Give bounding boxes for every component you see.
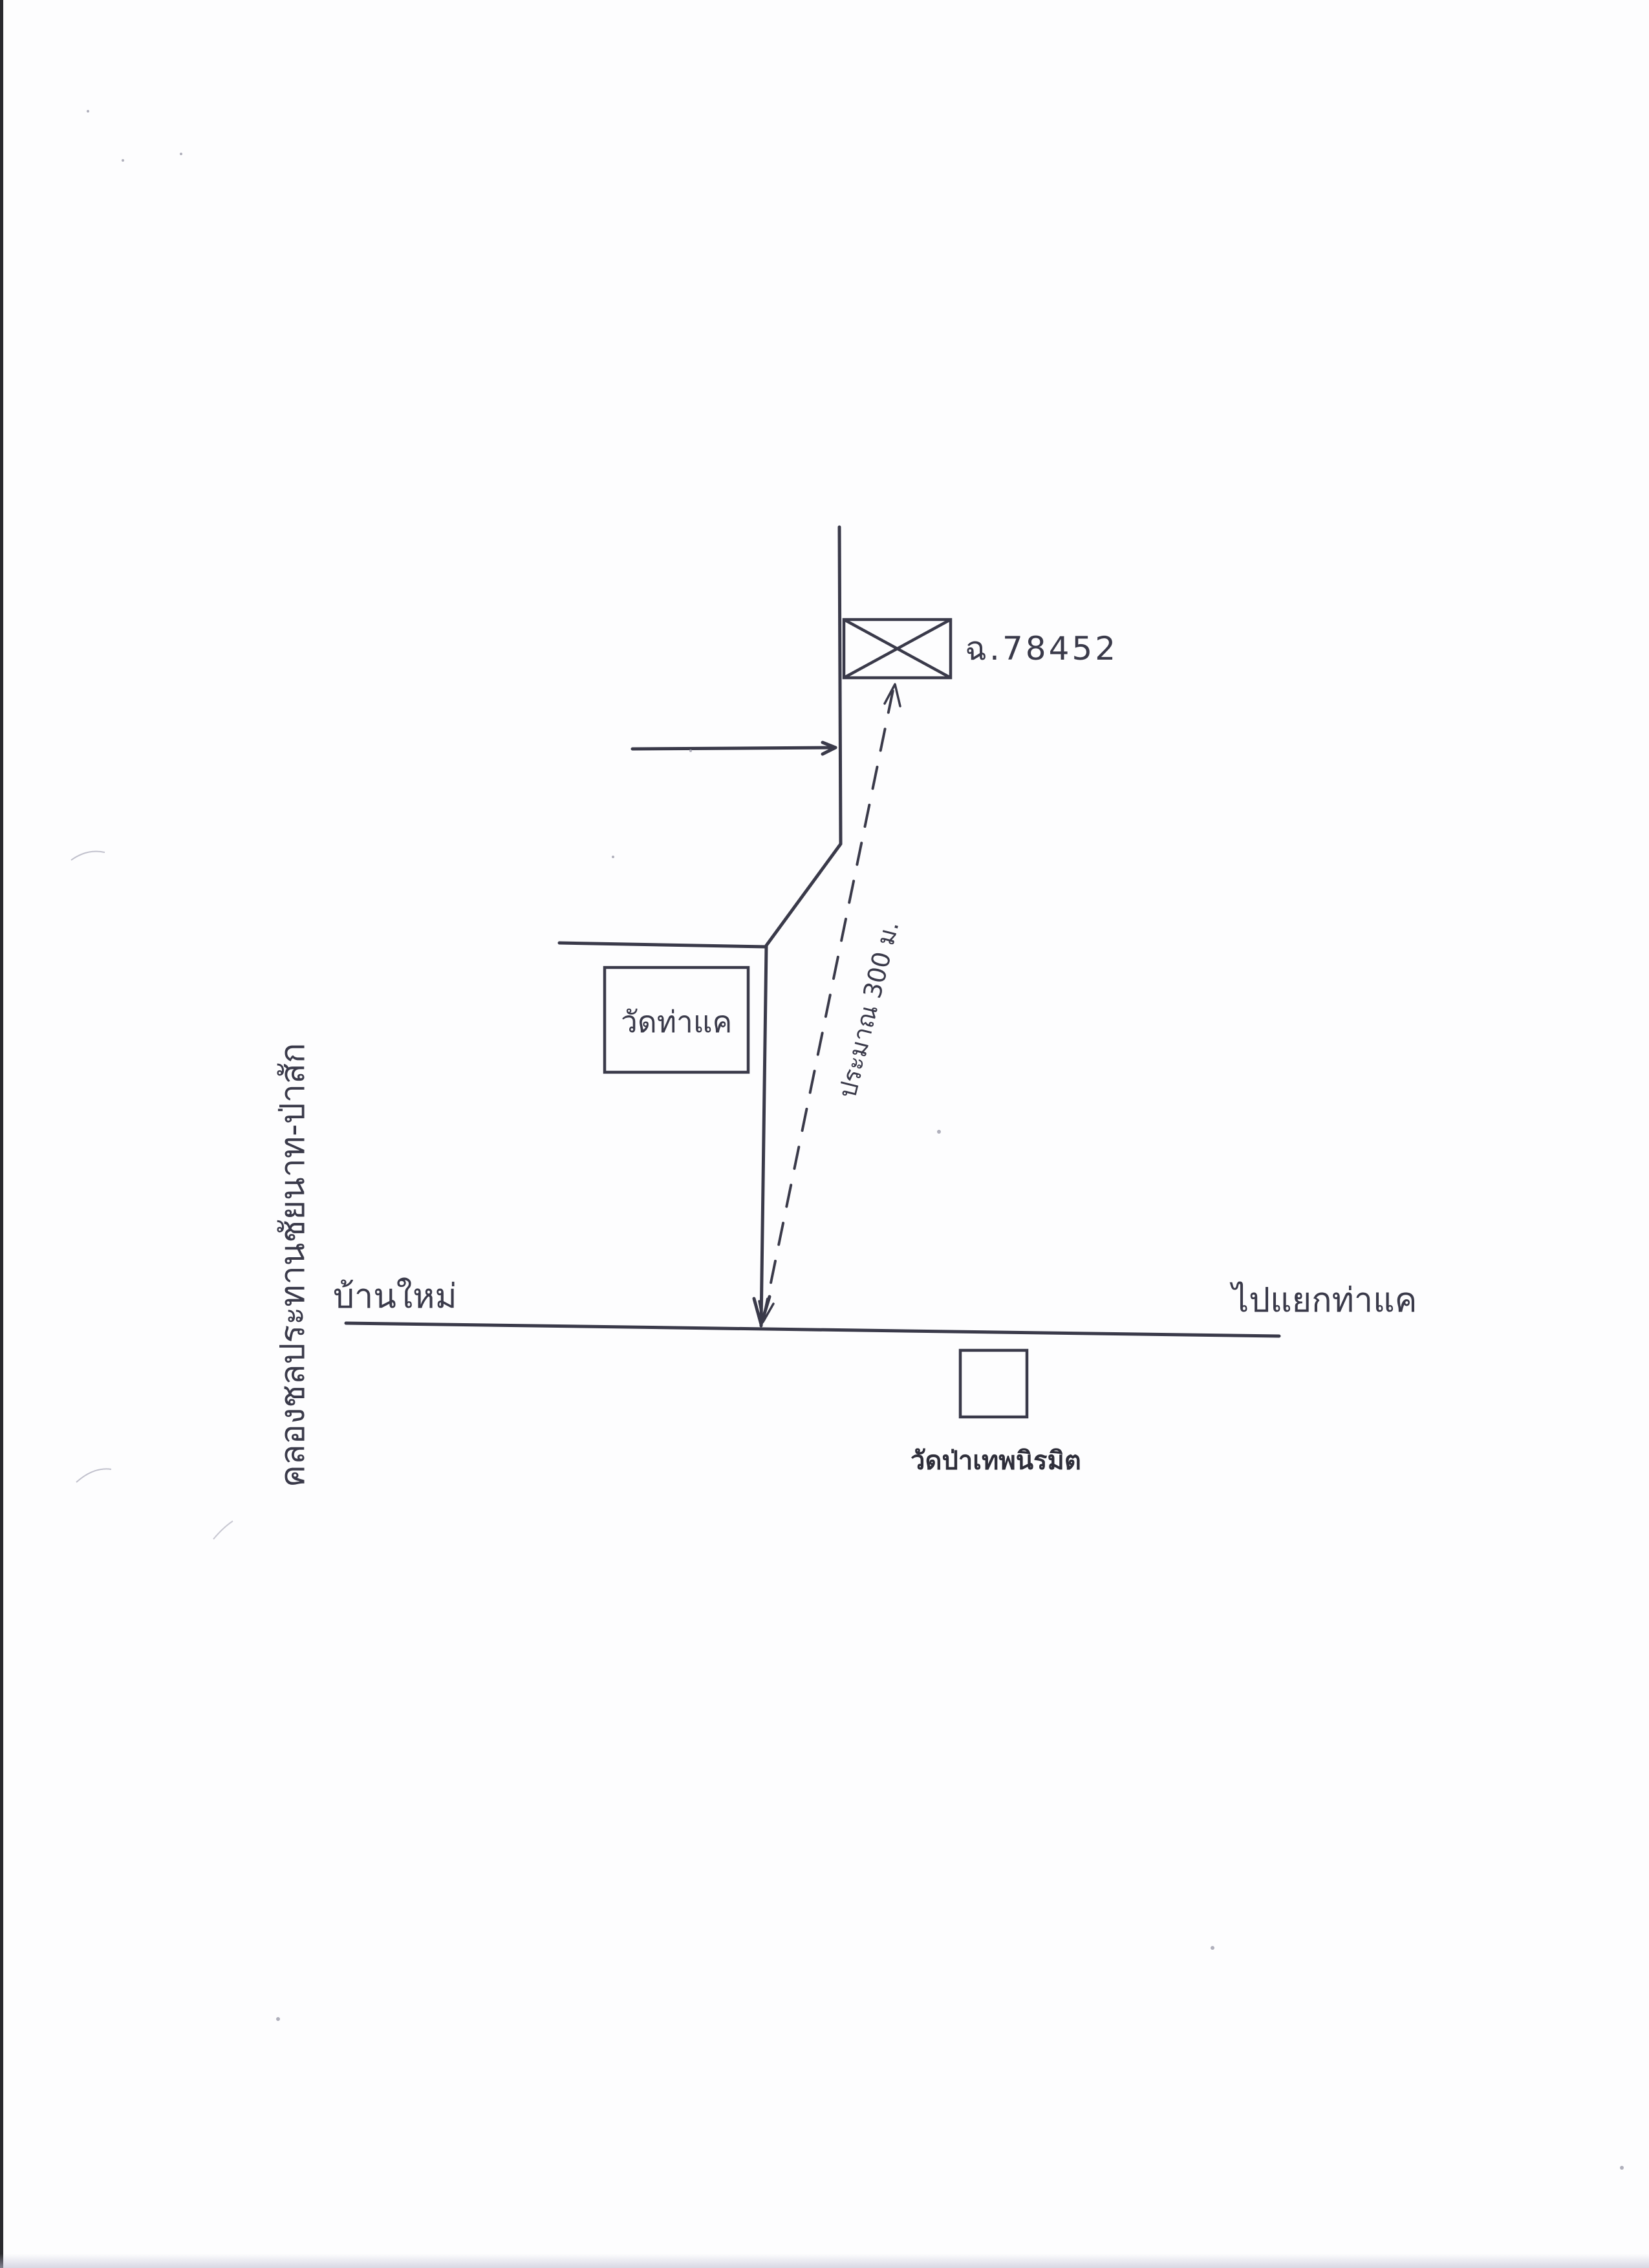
temple-north-label: วัดท่าแค [621, 1004, 732, 1039]
side-road [630, 746, 837, 751]
side-road-arrowhead [821, 740, 837, 756]
temple-north-box [603, 966, 750, 1074]
canal-label: คลองชลประทานชัยนาท-ป่าสัก [274, 1043, 312, 1487]
scan-bottom-shade [0, 2254, 1649, 2268]
distance-label: ประมาณ 300 ม. [833, 918, 905, 1101]
scan-specks [70, 110, 1624, 2170]
scan-edge [0, 0, 3, 2268]
distance-arrowhead-top [883, 683, 901, 707]
parcel-label: ฉ.78452 [965, 630, 1118, 667]
village-label: บ้านใหม่ [333, 1277, 457, 1316]
parcel-marker [842, 618, 953, 680]
main-road [344, 1321, 1281, 1338]
access-lane [759, 525, 843, 1328]
temple-south-box [958, 1348, 1029, 1419]
direction-label: ไปแยกท่าแค [1229, 1281, 1417, 1320]
distance-arrowhead-bottom [758, 1300, 775, 1323]
distance-line [762, 686, 895, 1322]
temple-road [557, 941, 768, 949]
temple-south-label: วัดป่าเทพนิรมิต [911, 1446, 1081, 1476]
